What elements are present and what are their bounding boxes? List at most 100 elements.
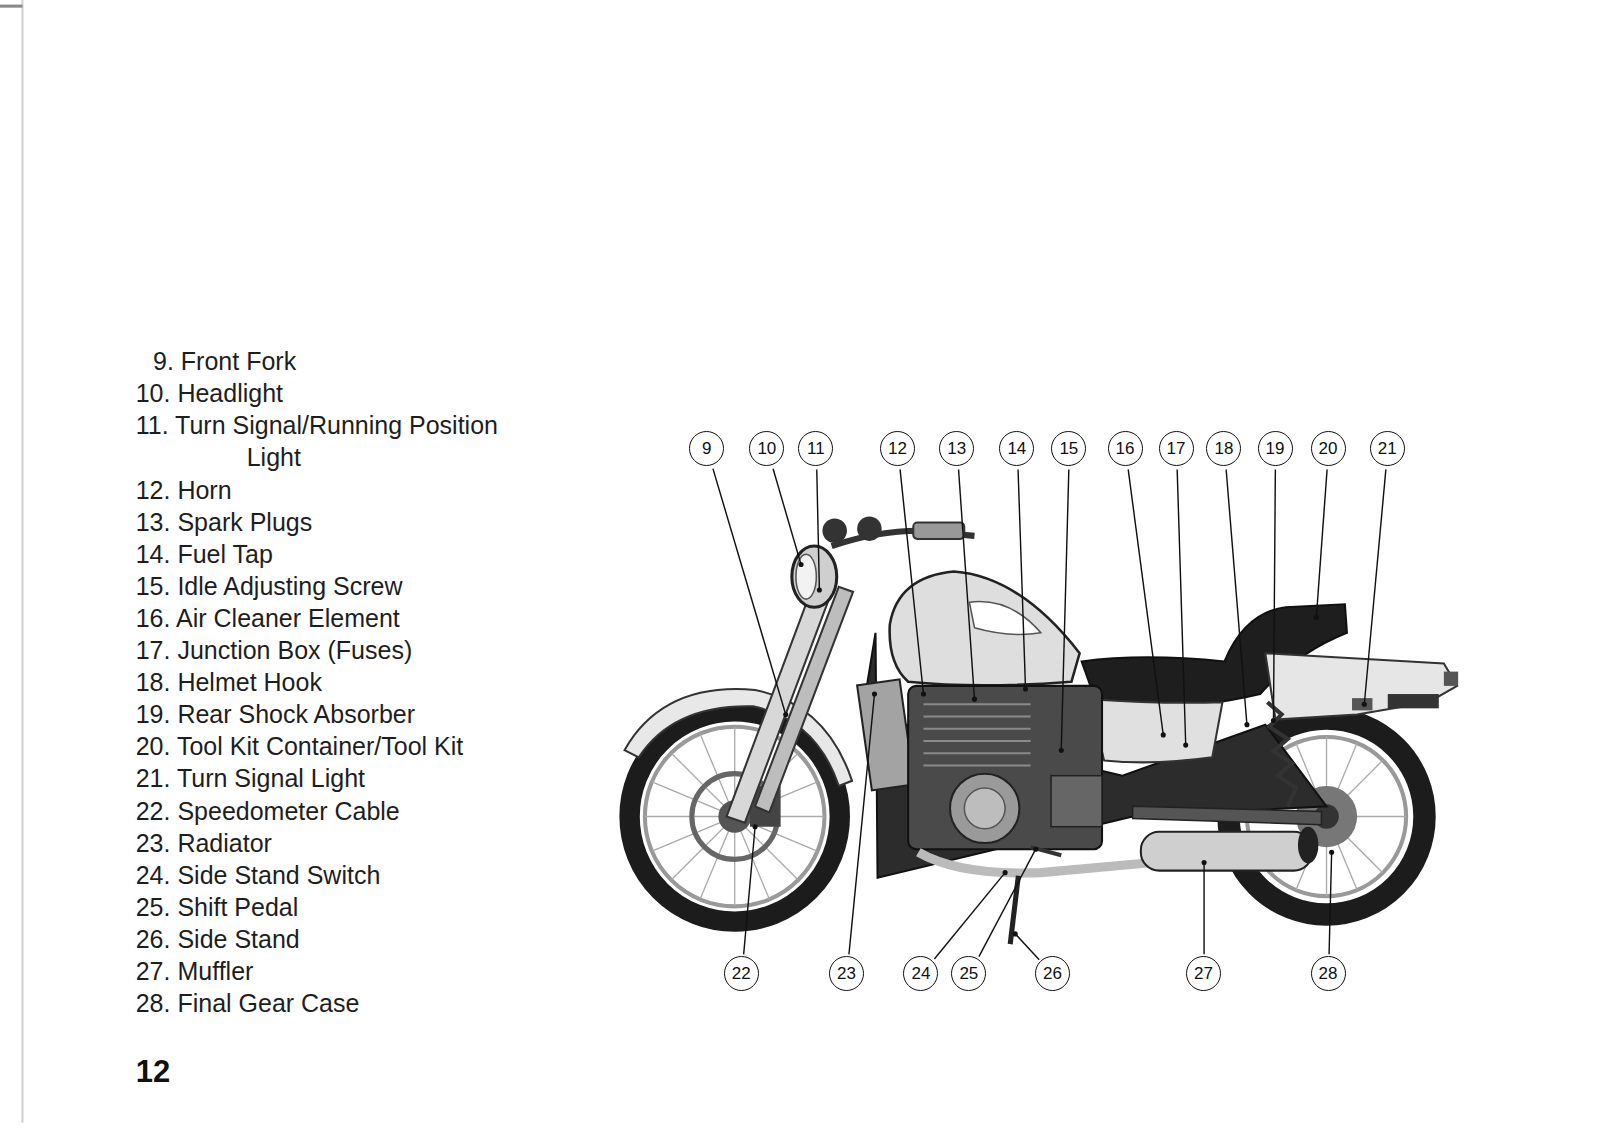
- part-name: 23. Radiator: [136, 827, 272, 859]
- page-number: 12: [136, 1054, 170, 1090]
- rear-fender: [1265, 653, 1457, 719]
- callout-number: 18: [1206, 431, 1241, 466]
- part-name: 12. Horn: [136, 474, 232, 506]
- leader-line: [1015, 934, 1039, 960]
- leader-dot: [1183, 743, 1188, 748]
- leader-dot: [1244, 722, 1249, 727]
- callout-number: 16: [1108, 431, 1143, 466]
- part-name: 26. Side Stand: [136, 923, 300, 955]
- part-name: 18. Helmet Hook: [136, 666, 322, 698]
- part-name: 15. Idle Adjusting Screw: [136, 570, 403, 602]
- part-name: 28. Final Gear Case: [136, 987, 360, 1019]
- part-name: 16. Air Cleaner Element: [136, 602, 400, 634]
- leader-dot: [1003, 870, 1008, 875]
- part-name: 25. Shift Pedal: [136, 891, 299, 923]
- callout-number: 10: [749, 431, 784, 466]
- muffler-end: [1298, 827, 1318, 864]
- leader-dot: [817, 587, 822, 592]
- leader-lines: [713, 469, 1386, 960]
- callout-number: 19: [1258, 431, 1293, 466]
- callout-number: 26: [1035, 956, 1070, 991]
- leader-line: [1316, 469, 1327, 617]
- callout-number: 28: [1311, 956, 1346, 991]
- leader-line: [959, 469, 975, 699]
- leader-line: [979, 849, 1036, 956]
- leader-line: [1128, 469, 1163, 735]
- callout-number: 27: [1186, 956, 1221, 991]
- leader-dot: [1033, 847, 1038, 852]
- rear-shock: [1267, 702, 1296, 806]
- tank-graphic: [969, 602, 1040, 635]
- leader-dot: [783, 712, 788, 717]
- leader-dot: [1013, 931, 1018, 936]
- leader-line: [1018, 469, 1025, 688]
- switch-housing: [913, 523, 964, 539]
- leader-line: [849, 694, 875, 954]
- callout-number: 25: [951, 956, 986, 991]
- tail-light: [1444, 672, 1458, 686]
- callout-number: 21: [1370, 431, 1405, 466]
- leader-line: [744, 827, 755, 955]
- leader-dot: [1314, 615, 1319, 620]
- leader-dot: [1362, 702, 1367, 707]
- leader-dot: [1271, 718, 1276, 723]
- rear-turn-signal: [1352, 698, 1372, 710]
- part-name: 11. Turn Signal/Running Position Light: [136, 409, 506, 473]
- leader-line: [1226, 469, 1247, 724]
- callout-number: 15: [1051, 431, 1086, 466]
- part-name: 17. Junction Box (Fuses): [136, 634, 413, 666]
- leader-dot: [1202, 860, 1207, 865]
- fuel-tank: [890, 572, 1080, 686]
- callout-number: 11: [798, 431, 833, 466]
- part-name: 22. Speedometer Cable: [136, 795, 400, 827]
- front-fork: [727, 577, 854, 823]
- drive-shaft: [1133, 806, 1322, 824]
- exhaust-pipe: [918, 852, 1153, 873]
- callout-number: 23: [829, 956, 864, 991]
- part-name: 14. Fuel Tap: [136, 538, 273, 570]
- part-name: 19. Rear Shock Absorber: [136, 698, 415, 730]
- page-mark: [0, 5, 22, 8]
- callout-number: 14: [999, 431, 1034, 466]
- side-cover: [1090, 699, 1223, 762]
- page-edge: [21, 0, 23, 1123]
- part-name: 20. Tool Kit Container/Tool Kit: [136, 730, 464, 762]
- leader-line: [1329, 852, 1332, 954]
- headlight: [792, 516, 882, 607]
- leader-dot: [972, 697, 977, 702]
- leader-line: [817, 470, 820, 590]
- part-name: 13. Spark Plugs: [136, 506, 313, 538]
- callout-number: 12: [880, 431, 915, 466]
- leader-line: [1177, 469, 1186, 745]
- callout-number: 17: [1159, 431, 1194, 466]
- front-fender: [624, 689, 852, 786]
- license-bracket: [1388, 694, 1439, 708]
- radiator: [857, 679, 914, 790]
- leader-line: [900, 469, 923, 694]
- leader-dot: [1023, 686, 1028, 691]
- leader-line: [773, 469, 801, 565]
- leader-dot: [753, 824, 758, 829]
- leader-line: [1364, 469, 1386, 704]
- leader-dot: [921, 692, 926, 697]
- leader-dot: [798, 562, 803, 567]
- part-name: 9. Front Fork: [153, 345, 296, 377]
- leader-dot: [1059, 748, 1064, 753]
- leader-line: [1273, 470, 1275, 721]
- callout-number: 24: [903, 956, 938, 991]
- leader-line: [713, 469, 786, 715]
- part-name: 21. Turn Signal Light: [136, 762, 365, 794]
- leader-dot: [1329, 850, 1334, 855]
- callout-number: 13: [939, 431, 974, 466]
- callout-number: 9: [689, 431, 724, 466]
- callout-number: 20: [1311, 431, 1346, 466]
- part-name: 27. Muffler: [136, 955, 254, 987]
- leader-dot: [1161, 732, 1166, 737]
- leader-dot: [872, 692, 877, 697]
- part-name: 24. Side Stand Switch: [136, 859, 381, 891]
- engine: [908, 686, 1102, 849]
- leader-line: [1203, 862, 1204, 954]
- part-name: 10. Headlight: [136, 377, 283, 409]
- leader-line: [1061, 469, 1069, 750]
- leader-line: [934, 873, 1005, 959]
